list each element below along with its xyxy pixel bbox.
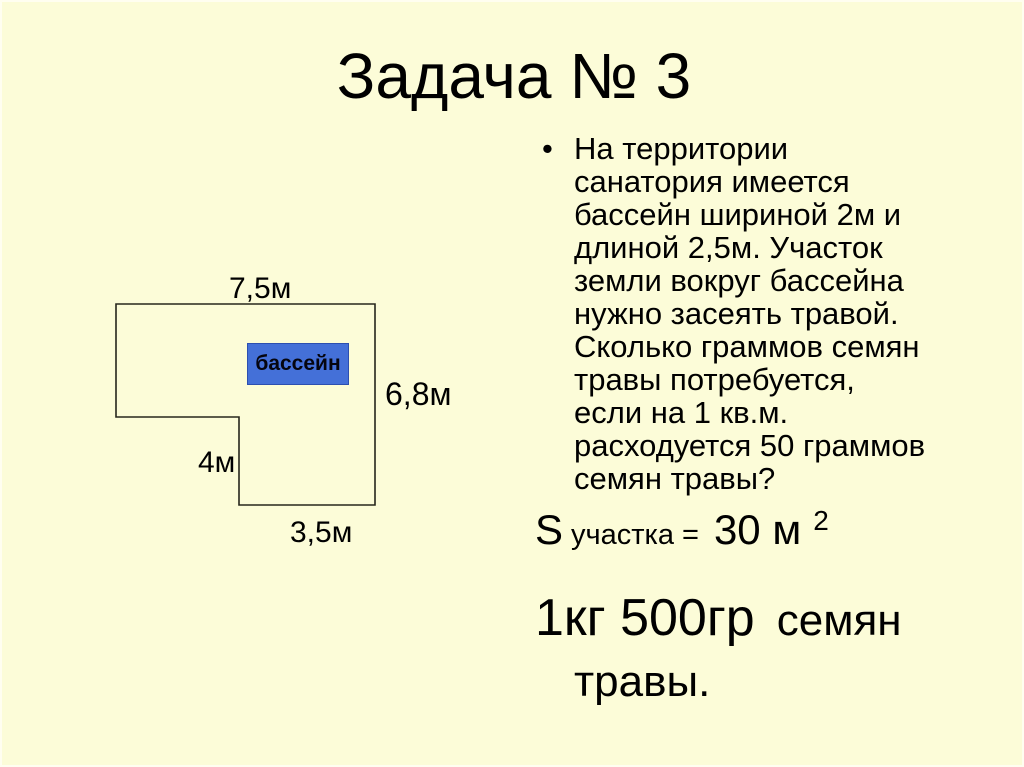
dim-label-top: 7,5м [229, 272, 292, 305]
problem-line: На территории [574, 131, 789, 166]
problem-line: бассейн шириной 2м и [574, 197, 902, 232]
problem-line: если на 1 кв.м. [574, 395, 789, 430]
answer-unit-2: травы. [574, 657, 711, 706]
problem-line: земли вокруг бассейна [574, 263, 904, 298]
problem-text: На территории санатория имеется бассейн … [574, 132, 962, 495]
problem-line: Сколько граммов семян [574, 329, 920, 364]
answer-unit-1: семян [776, 596, 902, 645]
problem-line: санатория имеется [574, 164, 850, 199]
problem-line: семян травы? [574, 461, 776, 496]
dim-label-right: 6,8м [385, 376, 452, 412]
final-answer: 1кг 500гр семян травы. [535, 591, 902, 706]
dim-label-bottom: 3,5м [290, 516, 353, 549]
problem-line: длиной 2,5м. Участок [574, 230, 883, 265]
area-symbol: S [535, 506, 564, 553]
problem-line: травы потребуется, [574, 362, 855, 397]
answer-amount: 1кг 500гр [535, 589, 755, 647]
problem-statement: • На территории санатория имеется бассей… [542, 132, 962, 495]
plot-diagram: бассейн 7,5м 6,8м 4м 3,5м [102, 262, 472, 562]
area-equals: = [682, 519, 699, 551]
slide-title: Задача № 3 [336, 40, 692, 112]
plot-outline [115, 303, 376, 506]
area-value: 30 м [713, 506, 802, 553]
pool-label: бассейн [255, 352, 341, 375]
plot-outline-svg [115, 303, 376, 506]
bullet-marker: • [542, 131, 553, 166]
answer-row-1: 1кг 500гр семян [535, 591, 902, 658]
area-superscript: 2 [813, 505, 829, 536]
problem-line: нужно засеять травой. [574, 296, 899, 331]
dim-label-left: 4м [198, 446, 236, 479]
area-subscript: участка [571, 519, 674, 551]
problem-line: расходуется 50 граммов [574, 428, 926, 463]
pool-rect: бассейн [247, 343, 349, 385]
